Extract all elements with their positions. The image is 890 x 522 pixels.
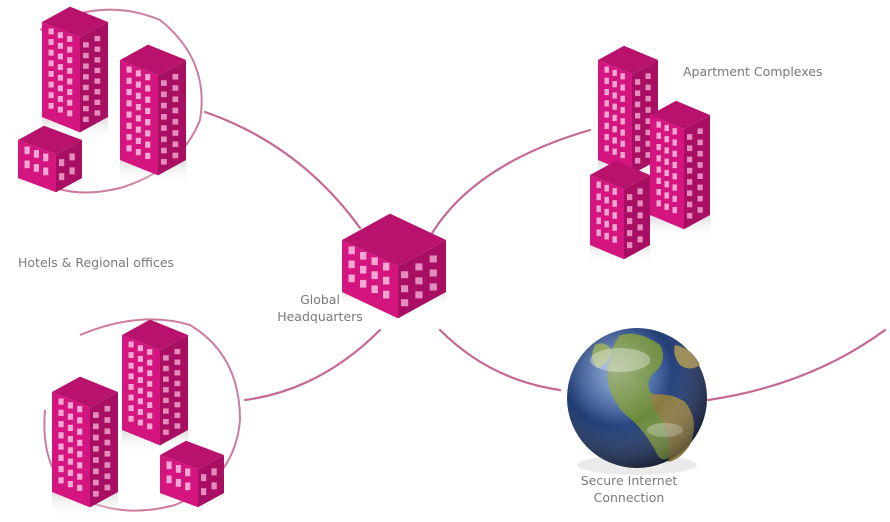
building-icon — [160, 440, 224, 508]
building-icon — [120, 44, 186, 185]
connector-hq-apartments — [426, 128, 592, 242]
building-icon — [52, 376, 118, 517]
building-icon — [342, 213, 446, 319]
connector-internet-outside — [706, 328, 887, 402]
global-headquarters-label: Global Headquarters — [277, 292, 363, 324]
globe-icon — [567, 328, 707, 475]
connector-lines — [203, 110, 887, 402]
building-icon — [598, 45, 658, 185]
building-icon — [42, 6, 108, 141]
connector-hq-internet — [438, 328, 562, 392]
building-icon — [590, 160, 650, 263]
building-icon — [122, 319, 188, 454]
hotels-regional-offices-label: Hotels & Regional offices — [18, 255, 175, 270]
apartment-complexes-label: Apartment Complexes — [683, 64, 823, 79]
building-icon — [650, 100, 710, 240]
secure-internet-connection-label: Secure Internet Connection — [580, 473, 678, 505]
hotels-group-circle — [39, 8, 203, 194]
connector-hotels-hq — [203, 110, 362, 230]
building-icon — [18, 125, 82, 193]
connector-hq-offices — [243, 328, 382, 402]
